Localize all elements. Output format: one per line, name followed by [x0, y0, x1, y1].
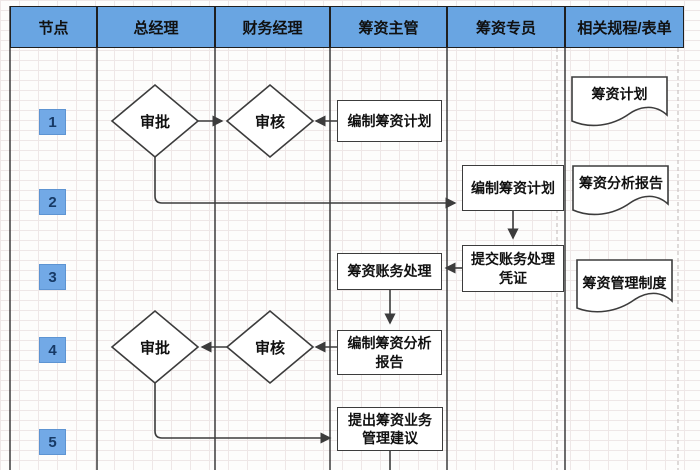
decision-label-review-1: 审核: [254, 113, 285, 131]
process-make-plan-specialist: 编制筹资计划: [462, 165, 564, 211]
process-make-plan-supervisor: 编制筹资计划: [337, 100, 442, 142]
lane-header-forms: 相关规程/表单: [565, 6, 684, 48]
document-shape-management-rules: [576, 259, 673, 313]
row-number-4: 4: [39, 337, 66, 363]
process-make-analysis-report: 编制筹资分析报告: [337, 330, 442, 375]
document-label-plan: 筹资计划: [591, 86, 648, 102]
decision-shape-review-2: [225, 309, 315, 385]
decision-shape-approve-2: [110, 309, 200, 385]
row-number-2: 2: [39, 189, 66, 215]
decision-shape-review-1: [225, 83, 315, 159]
flow-arrow-approve2-to-suggestion: [154, 383, 332, 444]
document-label-management-rules: 筹资管理制度: [582, 275, 667, 291]
lane-header-finance-mgr: 财务经理: [215, 6, 330, 48]
process-submit-voucher: 提交账务处理凭证: [462, 245, 564, 292]
decision-label-review-2: 审核: [254, 339, 285, 357]
row-number-1: 1: [39, 109, 66, 135]
document-label-analysis-report: 筹资分析报告: [579, 175, 663, 191]
decision-label-approve-1: 审批: [139, 113, 170, 131]
row-number-3: 3: [39, 264, 66, 290]
lane-header-specialist: 筹资专员: [447, 6, 565, 48]
process-propose-suggestion: 提出筹资业务管理建议: [337, 407, 443, 451]
lane-header-supervisor: 筹资主管: [330, 6, 447, 48]
document-shape-analysis-report: [572, 165, 669, 216]
decision-label-approve-2: 审批: [139, 339, 170, 357]
decision-shape-approve-1: [110, 83, 200, 159]
process-account-handling: 筹资账务处理: [337, 253, 442, 290]
row-number-5: 5: [39, 429, 66, 455]
flow-arrow-approve1-to-specialist-plan: [154, 157, 457, 209]
lane-header-node: 节点: [10, 6, 97, 48]
lane-header-gm: 总经理: [97, 6, 215, 48]
document-shape-plan: [571, 76, 668, 127]
